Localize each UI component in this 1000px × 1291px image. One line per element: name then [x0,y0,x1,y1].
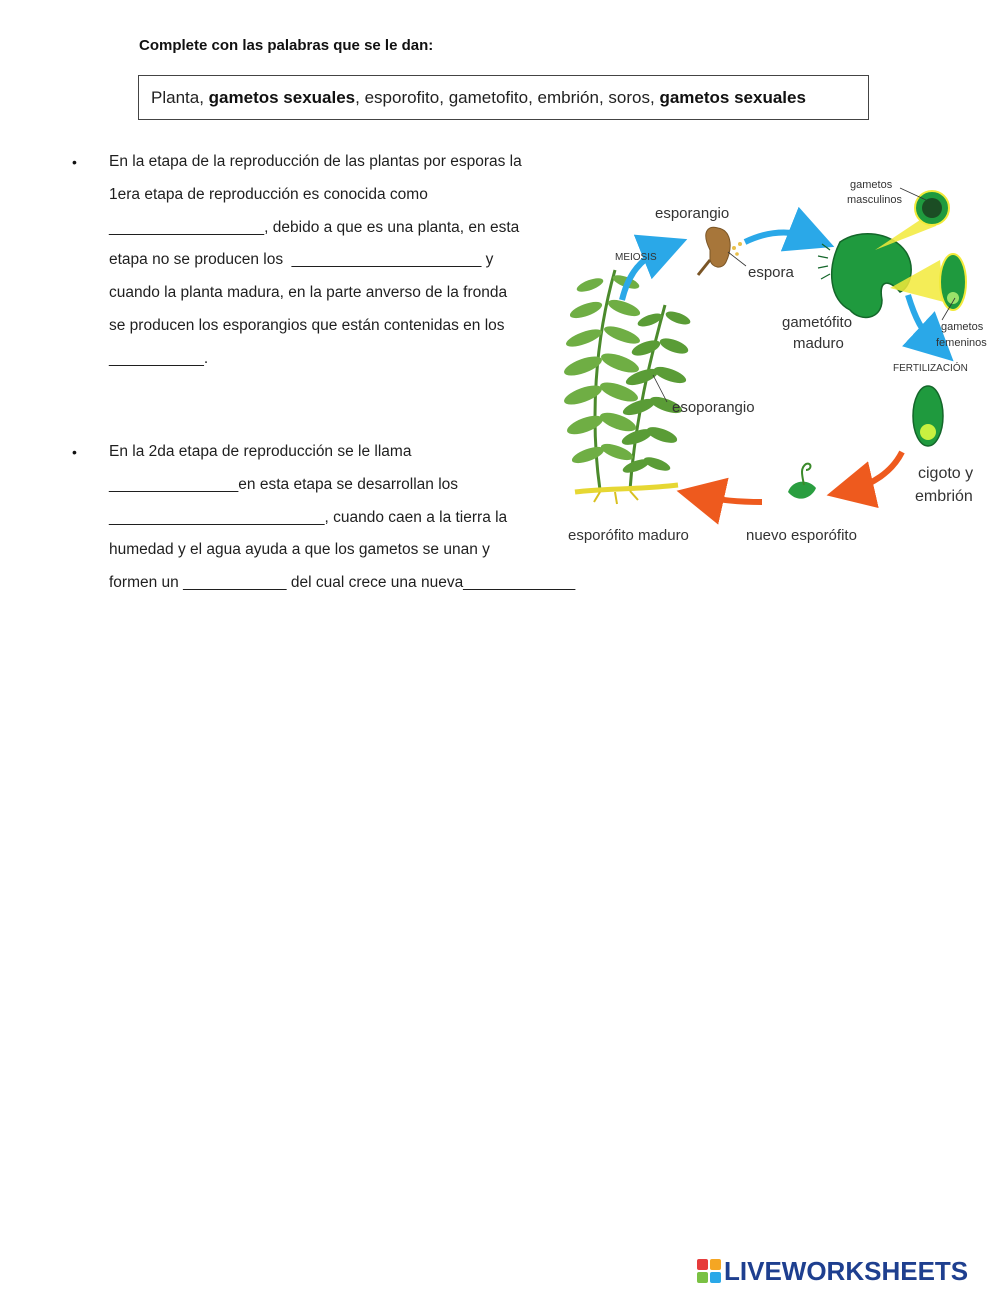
question-line: se producen los esporangios que están co… [109,316,505,334]
liveworksheets-logo-icon [697,1259,721,1283]
label-meiosis: MEIOSIS [615,252,657,263]
question-line: En la etapa de la reproducción de las pl… [109,153,522,170]
question-1-text: En la etapa de la reproducción de las pl… [109,146,522,376]
question-line: humedad y el agua ayuda a que los gameto… [109,541,490,559]
sporangium-illustration [696,226,747,276]
word-bank-item: gametofito [448,87,529,107]
fern-life-cycle-diagram: esporangio MEIOSIS espora gametos mascul… [564,179,987,544]
question-line: 1era etapa de reproducción es conocida c… [109,185,428,203]
instruction-text: Complete con las palabras que se le dan: [139,37,434,54]
question-line: etapa no se producen los _______________… [109,251,494,269]
label-fertilizacion: FERTILIZACIÓN [893,361,968,374]
bullet-icon: • [72,444,77,460]
liveworksheets-logo: LIVEWORKSHEETS [697,1256,968,1286]
label-gametofito-2: maduro [793,335,844,352]
question-line: _________________________, cuando caen a… [109,508,508,526]
word-bank-item: soros [608,87,650,107]
liveworksheets-logo-text: LIVEWORKSHEETS [724,1255,969,1286]
label-gametos-femeninos-1: gametos [941,321,984,333]
label-nuevo-esporofito: nuevo esporófito [746,527,857,544]
word-bank-separator: , [199,87,209,107]
new-sporophyte-illustration [788,462,816,499]
label-espora: espora [748,264,795,281]
question-line: cuando la planta madura, en la parte anv… [109,284,508,302]
word-bank-separator: , [355,87,365,107]
label-cigoto-1: cigoto y [918,465,973,482]
zygote-embryo-illustration [912,385,944,447]
label-gametos-masculinos-1: gametos [850,179,893,191]
label-gametos-femeninos-2: femeninos [936,337,987,349]
label-esporangio: esporangio [655,205,729,222]
word-bank-box: Planta, gametos sexuales, esporofito, ga… [138,75,869,120]
word-bank-separator: , [439,87,449,107]
question-line: formen un ____________ del cual crece un… [109,574,576,592]
label-gametos-masculinos-2: masculinos [847,194,903,206]
word-bank-item: Planta [151,87,200,107]
question-line: _______________en esta etapa se desarrol… [109,475,459,493]
label-gametofito-1: gametófito [782,314,852,331]
word-bank-separator: , [528,87,538,107]
bullet-icon: • [72,154,77,170]
word-bank-item: gametos sexuales [208,87,356,107]
label-cigoto-2: embrión [915,488,973,505]
word-bank-item: gametos sexuales [659,87,806,107]
label-esporofito-maduro: esporófito maduro [568,527,689,544]
word-bank-item: esporofito [364,87,440,107]
question-line: En la 2da etapa de reproducción se le ll… [109,443,412,460]
word-bank-item: embrión [537,87,599,107]
word-bank-separator: , [598,87,609,107]
label-esoporangio: esoporangio [672,399,755,416]
question-line: ___________. [109,349,209,367]
mature-fern-illustration [564,269,691,505]
question-line: __________________, debido a que es una … [109,218,520,236]
word-bank-separator: , [650,87,660,107]
gametophyte-illustration [817,187,967,321]
question-2-text: En la 2da etapa de reproducción se le ll… [109,436,575,600]
